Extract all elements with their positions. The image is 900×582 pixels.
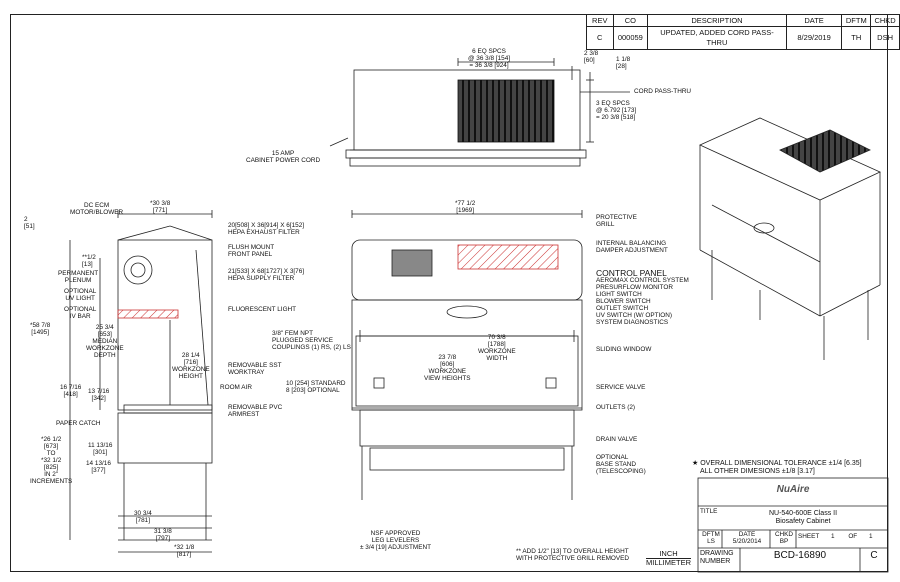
width-top-dim: *30 3/8 [771] bbox=[150, 200, 171, 214]
dim-31-label: 31 3/8 [797] bbox=[154, 528, 172, 542]
paper-catch-label: PAPER CATCH bbox=[56, 420, 101, 427]
flush-mount-label: FLUSH MOUNT FRONT PANEL bbox=[228, 244, 275, 258]
spcs-6-label: 6 EQ SPCS @ 36 3/8 [154] = 36 3/8 [924] bbox=[468, 48, 511, 69]
co-value: 000059 bbox=[612, 26, 649, 50]
drawing-title: NU-540-600E Class II Biosafety Cabinet bbox=[768, 510, 838, 525]
hepa-exhaust-label: 20[508] X 36[914] X 6[152] HEPA EXHAUST … bbox=[228, 222, 305, 236]
title-label: TITLE bbox=[700, 508, 718, 515]
workzone-width-label: 70 3/8 [1788] WORKZONE WIDTH bbox=[478, 334, 516, 362]
date-cell: DATE 5/20/2014 bbox=[732, 531, 762, 545]
optional-uv-label: OPTIONAL UV LIGHT bbox=[64, 288, 97, 302]
view-height-label: 23 7/8 [606] WORKZONE VIEW HEIGHTS bbox=[424, 354, 471, 382]
chkd-cell: CHKD BP bbox=[774, 531, 794, 545]
front-width-dim: *77 1/2 [1969] bbox=[455, 200, 476, 214]
fem-npt-label: 3/8" FEM NPT PLUGGED SERVICE COUPLINGS (… bbox=[272, 330, 351, 351]
chkd-value: DSH bbox=[870, 26, 900, 50]
removable-sst-label: REMOVABLE SST WORKTRAY bbox=[228, 362, 282, 376]
top-view bbox=[329, 58, 630, 167]
sliding-window-label: SLIDING WINDOW bbox=[596, 346, 652, 353]
fluorescent-label: FLUORESCENT LIGHT bbox=[228, 306, 297, 313]
height-total-dim: *58 7/8 [1495] bbox=[30, 322, 51, 336]
outlets-label: OUTLETS (2) bbox=[596, 404, 636, 411]
dim-14-label: 14 13/16 [377] bbox=[86, 460, 111, 474]
grill-note-label: ** ADD 1/2" [13] TO OVERALL HEIGHT WITH … bbox=[516, 548, 630, 562]
dim-30-label: 30 3/4 [781] bbox=[134, 510, 152, 524]
dim-2-label: 2 [51] bbox=[24, 216, 35, 230]
dim-16-label: 16 7/16 [418] bbox=[60, 384, 82, 398]
sheet-cell: SHEET 1 OF 1 bbox=[798, 533, 873, 540]
room-air-label: ROOM AIR bbox=[220, 384, 252, 391]
revision-table: REV CO DESCRIPTION DATE DFTM CHKD C 0000… bbox=[586, 14, 900, 50]
dftm-cell: DFTM LS bbox=[702, 531, 720, 545]
nuaire-logo: NuAire bbox=[776, 484, 810, 495]
dim-11-label: 11 13/16 [301] bbox=[88, 442, 113, 456]
date-value: 8/29/2019 bbox=[785, 26, 843, 50]
dim-half-label: **1/2 [13] bbox=[82, 254, 96, 268]
permanent-plenum-label: PERMANENT PLENUM bbox=[58, 270, 99, 284]
power-cord-label: 15 AMP CABINET POWER CORD bbox=[246, 150, 321, 164]
hepa-supply-label: 21[533] X 68[1727] X 3[76] HEPA SUPPLY F… bbox=[228, 268, 305, 282]
dim-13-label: 13 7/16 [342] bbox=[88, 388, 110, 402]
service-valve-label: SERVICE VALVE bbox=[596, 384, 646, 391]
units-label: INCH MILLIMETER bbox=[646, 549, 692, 567]
nsf-levelers-label: NSF APPROVED LEG LEVELERS ± 3/4 [19] ADJ… bbox=[360, 530, 431, 551]
dim-26-label: *26 1/2 [673] TO *32 1/2 [825] IN 2" INC… bbox=[30, 436, 73, 485]
dim-1-1-8-label: 1 1/8 [28] bbox=[616, 56, 631, 70]
removable-pvc-label: REMOVABLE PVC ARMREST bbox=[228, 404, 283, 418]
dim-32-label: *32 1/8 [817] bbox=[174, 544, 195, 558]
drawing-number-label: DRAWING NUMBER bbox=[700, 550, 734, 565]
isometric-view bbox=[699, 117, 881, 360]
tolerance-note: ★ OVERALL DIMENSIONAL TOLERANCE ±1/4 [6.… bbox=[692, 460, 862, 475]
workzone-height-label: 28 1/4 [716] WORKZONE HEIGHT bbox=[172, 352, 210, 380]
drain-valve-label: DRAIN VALVE bbox=[596, 436, 638, 443]
cord-pass-thru-label: CORD PASS-THRU bbox=[634, 88, 692, 95]
base-stand-label: OPTIONAL BASE STAND (TELESCOPING) bbox=[596, 454, 646, 475]
title-block-lines bbox=[697, 477, 889, 573]
side-view bbox=[69, 210, 213, 553]
control-panel-label: CONTROL PANEL AEROMAX CONTROL SYSTEM PRE… bbox=[596, 268, 689, 326]
view-std-label: 10 [254] STANDARD 8 [203] OPTIONAL bbox=[286, 380, 346, 394]
dc-ecm-label: DC ECM MOTOR/BLOWER bbox=[70, 202, 124, 216]
optional-iv-label: OPTIONAL IV BAR bbox=[64, 306, 97, 320]
spcs-3-label: 3 EQ SPCS @ 6.792 [173] = 20 3/8 [518] bbox=[596, 100, 637, 121]
drawing-rev: C bbox=[870, 550, 878, 561]
protective-grill-label: PROTECTIVE GRILL bbox=[596, 214, 637, 228]
front-view bbox=[351, 210, 583, 500]
dim-2-3-8-label: 2 3/8 [60] bbox=[584, 50, 599, 64]
drawing-frame bbox=[10, 14, 888, 572]
drawing-number: BCD-16890 bbox=[773, 550, 827, 561]
exhaust-filter-grill bbox=[457, 79, 555, 143]
balancing-damper-label: INTERNAL BALANCING DAMPER ADJUSTMENT bbox=[596, 240, 668, 254]
description-value: UPDATED, ADDED CORD PASS-THRU bbox=[647, 26, 787, 50]
median-depth-label: 25 3/4 [653] MEDIAN WORKZONE DEPTH bbox=[86, 324, 124, 359]
